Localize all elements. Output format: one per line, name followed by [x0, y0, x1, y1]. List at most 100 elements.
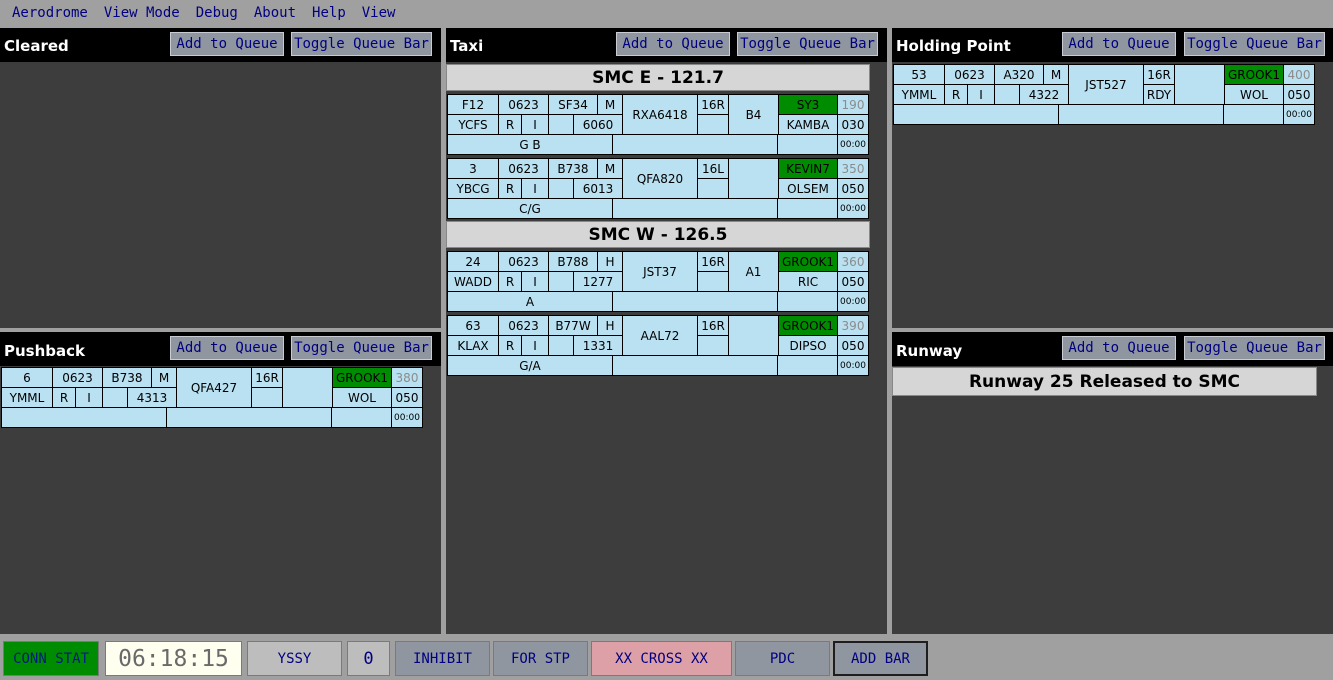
- strip-clock[interactable]: 00:00: [838, 356, 868, 375]
- strip-blank2[interactable]: [778, 135, 837, 154]
- strip-dest[interactable]: YMML: [2, 388, 52, 407]
- strip-wtc[interactable]: M: [1044, 65, 1068, 84]
- strip-code[interactable]: 4313: [128, 388, 176, 407]
- strip-dest[interactable]: WADD: [448, 272, 498, 291]
- pushback-toggle-queue-bar-button[interactable]: Toggle Queue Bar: [291, 336, 432, 360]
- strip-remarks[interactable]: [2, 408, 166, 427]
- strip-hdg[interactable]: 050: [392, 388, 422, 407]
- menu-aerodrome[interactable]: Aerodrome: [12, 5, 88, 21]
- strip-rules[interactable]: R: [499, 272, 521, 291]
- strip-rwy[interactable]: 16R: [698, 316, 728, 335]
- pushback-add-to-queue-button[interactable]: Add to Queue: [170, 336, 284, 360]
- strip-callsign[interactable]: JST527: [1069, 65, 1143, 104]
- strip-clock[interactable]: 00:00: [838, 199, 868, 218]
- strip-time[interactable]: 0623: [499, 95, 548, 114]
- strip-fix[interactable]: RIC: [779, 272, 837, 291]
- strip-type[interactable]: SF34: [549, 95, 597, 114]
- holding-add-to-queue-button[interactable]: Add to Queue: [1062, 32, 1176, 56]
- strip-clock[interactable]: 00:00: [838, 135, 868, 154]
- pdc-button[interactable]: PDC: [735, 641, 830, 676]
- strip-blank[interactable]: [1059, 105, 1223, 124]
- strip-alt[interactable]: 190: [838, 95, 868, 114]
- menu-help[interactable]: Help: [312, 5, 346, 21]
- strip-blank2[interactable]: [778, 199, 837, 218]
- taxi-group-smc-w[interactable]: SMC W - 126.5: [446, 221, 870, 248]
- strip-dest[interactable]: YMML: [894, 85, 944, 104]
- strip-time[interactable]: 0623: [499, 159, 548, 178]
- strip-remarks[interactable]: C/G: [448, 199, 612, 218]
- strip-type[interactable]: A320: [995, 65, 1043, 84]
- strip-alt[interactable]: 400: [1284, 65, 1314, 84]
- strip-sid[interactable]: GROOK1: [333, 368, 391, 387]
- strip-hdg[interactable]: 050: [838, 272, 868, 291]
- strip-fix[interactable]: OLSEM: [779, 179, 837, 198]
- for-stp-button[interactable]: FOR STP: [493, 641, 588, 676]
- strip-remarks[interactable]: [894, 105, 1058, 124]
- strip-dest[interactable]: YBCG: [448, 179, 498, 198]
- cleared-add-to-queue-button[interactable]: Add to Queue: [170, 32, 284, 56]
- strip-type[interactable]: B738: [549, 159, 597, 178]
- strip-code[interactable]: 6013: [574, 179, 622, 198]
- strip-rwy[interactable]: 16L: [698, 159, 728, 178]
- strip-callsign[interactable]: QFA427: [177, 368, 251, 407]
- runway-toggle-queue-bar-button[interactable]: Toggle Queue Bar: [1184, 336, 1325, 360]
- strip-flt[interactable]: I: [968, 85, 994, 104]
- strip-sq[interactable]: [103, 388, 127, 407]
- strip-sid[interactable]: SY3: [779, 95, 837, 114]
- strip-rules[interactable]: R: [945, 85, 967, 104]
- strip-sid[interactable]: GROOK1: [1225, 65, 1283, 84]
- strip-twy[interactable]: [729, 159, 778, 198]
- strip-wtc[interactable]: M: [598, 159, 622, 178]
- strip-rwy[interactable]: 16R: [698, 252, 728, 271]
- strip-twy[interactable]: [1175, 65, 1224, 104]
- strip-time[interactable]: 0623: [499, 252, 548, 271]
- strip-rwy[interactable]: 16R: [1144, 65, 1174, 84]
- strip-wtc[interactable]: H: [598, 252, 622, 271]
- strip-clock[interactable]: 00:00: [1284, 105, 1314, 124]
- strip-code[interactable]: 1331: [574, 336, 622, 355]
- strip-time[interactable]: 0623: [53, 368, 102, 387]
- strip-bay[interactable]: 3: [448, 159, 498, 178]
- strip-blank2[interactable]: [1224, 105, 1283, 124]
- strip-blank[interactable]: [613, 199, 777, 218]
- strip-blank2[interactable]: [332, 408, 391, 427]
- strip-fix[interactable]: KAMBA: [779, 115, 837, 134]
- strip-blank[interactable]: [613, 135, 777, 154]
- strip-callsign[interactable]: JST37: [623, 252, 697, 291]
- strip-sid[interactable]: GROOK1: [779, 252, 837, 271]
- strip-fix[interactable]: WOL: [1225, 85, 1283, 104]
- strip-rules[interactable]: R: [53, 388, 75, 407]
- strip-flt[interactable]: I: [522, 115, 548, 134]
- strip-time[interactable]: 0623: [499, 316, 548, 335]
- strip-hdg[interactable]: 050: [838, 336, 868, 355]
- strip-flt[interactable]: I: [522, 272, 548, 291]
- strip-dest[interactable]: YCFS: [448, 115, 498, 134]
- strip-rules[interactable]: R: [499, 115, 521, 134]
- strip-alt[interactable]: 390: [838, 316, 868, 335]
- strip-rules[interactable]: R: [499, 179, 521, 198]
- strip-sq[interactable]: [549, 272, 573, 291]
- strip-rwy2[interactable]: [698, 115, 728, 134]
- strip-blank[interactable]: [613, 356, 777, 375]
- airport-selector[interactable]: YSSY: [247, 641, 342, 676]
- strip-twy[interactable]: [283, 368, 332, 407]
- cleared-toggle-queue-bar-button[interactable]: Toggle Queue Bar: [291, 32, 432, 56]
- strip-clock[interactable]: 00:00: [838, 292, 868, 311]
- strip-remarks[interactable]: G B: [448, 135, 612, 154]
- strip-flt[interactable]: I: [522, 179, 548, 198]
- runway-add-to-queue-button[interactable]: Add to Queue: [1062, 336, 1176, 360]
- strip-twy[interactable]: B4: [729, 95, 778, 134]
- strip-blank2[interactable]: [778, 292, 837, 311]
- strip-alt[interactable]: 350: [838, 159, 868, 178]
- strip-type[interactable]: B77W: [549, 316, 597, 335]
- strip-flt[interactable]: I: [76, 388, 102, 407]
- strip-callsign[interactable]: RXA6418: [623, 95, 697, 134]
- strip-type[interactable]: B788: [549, 252, 597, 271]
- strip-dest[interactable]: KLAX: [448, 336, 498, 355]
- strip-rwy2[interactable]: [698, 179, 728, 198]
- strip-blank[interactable]: [613, 292, 777, 311]
- strip-blank[interactable]: [167, 408, 331, 427]
- strip-sq[interactable]: [549, 336, 573, 355]
